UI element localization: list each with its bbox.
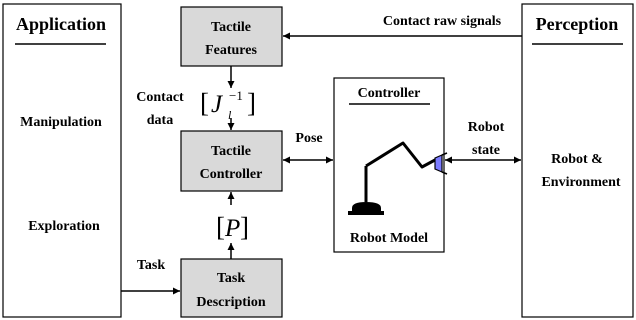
robot-state-label-line2: state	[472, 143, 500, 158]
tactile-controller-line2: Controller	[200, 167, 263, 182]
pose-label: Pose	[295, 131, 322, 146]
contact-data-label-line1: Contact	[136, 90, 184, 105]
svg-text:[: [	[216, 212, 225, 242]
perception-title: Perception	[536, 14, 619, 34]
robot-state-label-line1: Robot	[468, 120, 505, 135]
task-description-line1: Task	[217, 271, 246, 286]
application-item-exploration: Exploration	[28, 219, 100, 234]
controller-caption: Robot Model	[350, 231, 428, 246]
tactile-controller-line1: Tactile	[211, 144, 251, 159]
tactile-features-line1: Tactile	[211, 20, 251, 35]
task-description-line2: Description	[196, 295, 265, 310]
controller-title: Controller	[358, 86, 421, 101]
application-title: Application	[16, 14, 106, 34]
application-panel: Application Manipulation Exploration	[2, 3, 122, 318]
svg-text:−1: −1	[229, 88, 243, 103]
perception-item-environment: Environment	[541, 175, 620, 190]
task-label: Task	[137, 258, 166, 273]
task-description-block: Task Description	[180, 258, 283, 318]
svg-text:J: J	[211, 91, 224, 118]
contact-data-label-line2: data	[147, 113, 173, 128]
contact-raw-signals-label: Contact raw signals	[383, 14, 502, 29]
p-matrix-label: [ P ]	[216, 212, 249, 242]
robot-arm-icon	[348, 141, 448, 215]
svg-text:P: P	[224, 215, 240, 242]
tactile-features-block: Tactile Features	[180, 6, 283, 67]
svg-text:l: l	[228, 108, 232, 122]
svg-text:[: [	[200, 88, 209, 118]
svg-text:]: ]	[247, 88, 256, 118]
perception-item-robot: Robot &	[551, 152, 603, 167]
tactile-features-line2: Features	[205, 43, 257, 58]
gripper-icon	[434, 154, 443, 173]
application-item-manipulation: Manipulation	[20, 115, 102, 130]
perception-panel: Perception Robot & Environment	[521, 3, 634, 318]
controller-block: Controller Robot Model	[333, 77, 448, 253]
tactile-controller-block: Tactile Controller	[180, 130, 283, 192]
jacobian-inverse-label: [ J l −1 ]	[200, 88, 256, 122]
svg-text:]: ]	[240, 212, 249, 242]
